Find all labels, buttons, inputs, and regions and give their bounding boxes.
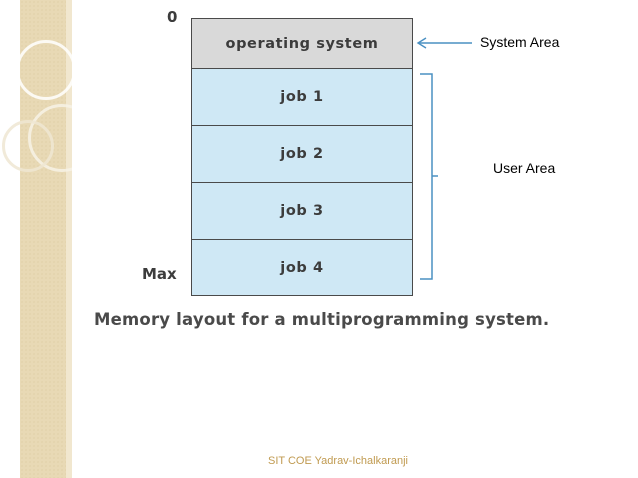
- system-area-arrow-icon: [416, 37, 472, 49]
- decorative-ring-icon: [16, 40, 72, 100]
- band-white-stripe: [0, 0, 20, 478]
- memory-block-job-4: job 4: [191, 239, 413, 296]
- memory-block-operating-system: operating system: [191, 18, 413, 68]
- memory-block-label: job 4: [280, 259, 324, 276]
- user-area-bracket-icon: [420, 73, 438, 280]
- memory-block-label: job 1: [280, 89, 324, 105]
- decorative-ring-icon: [2, 120, 54, 172]
- memory-address-zero-label: 0: [167, 8, 178, 26]
- memory-block-label: job 2: [280, 146, 324, 162]
- user-area-label: User Area: [493, 160, 556, 176]
- footer-text: SIT COE Yadrav-Ichalkaranji: [267, 455, 408, 467]
- memory-block-job-3: job 3: [191, 182, 413, 239]
- memory-block-job-2: job 2: [191, 125, 413, 182]
- slide-caption: Memory layout for a multiprogramming sys…: [94, 310, 550, 329]
- memory-address-max-label: Max: [142, 265, 177, 283]
- band-edge-stripe: [66, 0, 72, 478]
- slide-footer: SIT COE Yadrav-Ichalkaranji: [0, 455, 638, 467]
- system-area-label: System Area: [480, 34, 560, 50]
- memory-block-label: operating system: [225, 35, 379, 52]
- decorative-left-band: [0, 0, 72, 478]
- memory-block-job-1: job 1: [191, 68, 413, 125]
- memory-layout-diagram: operating system job 1 job 2 job 3 job 4: [191, 18, 413, 296]
- memory-block-label: job 3: [280, 203, 324, 219]
